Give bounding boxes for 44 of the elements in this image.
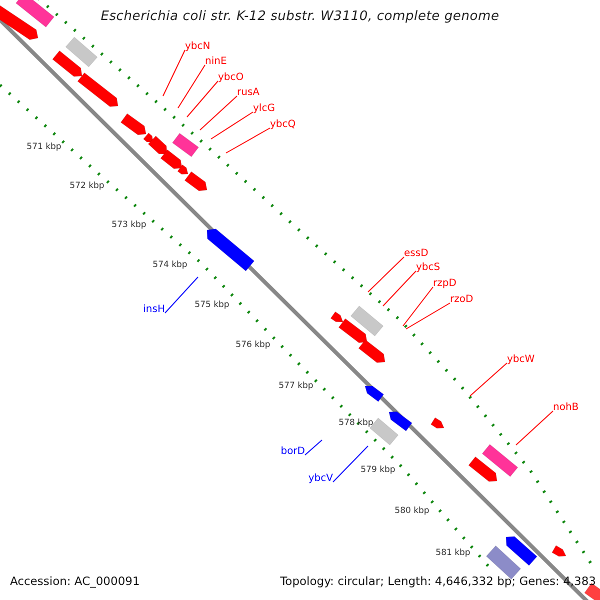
leader-line (210, 112, 254, 140)
title: Escherichia coli str. K-12 substr. W3110, complete genome (100, 9, 500, 24)
gene-label: rzoD (450, 294, 474, 306)
gene-label: ninE (205, 56, 227, 68)
leader-line (304, 440, 322, 456)
gene-label: nohB (553, 402, 579, 414)
leader-line (186, 80, 218, 118)
position-tick-label: 574 kbp (152, 260, 188, 270)
leader-line (402, 286, 434, 326)
position-tick-label: 580 kbp (394, 506, 430, 516)
position-tick-label: 577 kbp (278, 381, 314, 391)
gene-label: ybcV (308, 473, 333, 485)
leader-line (382, 270, 416, 306)
position-tick-label: 572 kbp (70, 181, 104, 191)
gene-label: borD (280, 446, 305, 458)
genome-info-text: Accession: AC_000091 (10, 574, 140, 588)
gene-label: ylcG (253, 103, 275, 115)
gene-label: insH (143, 304, 165, 316)
leader-line (164, 276, 198, 314)
gene-label: ybcQ (270, 119, 296, 131)
position-tick-label: 579 kbp (360, 465, 396, 475)
leader-line (162, 50, 186, 96)
position-tick-label: 575 kbp (194, 300, 230, 310)
gene-label: ybcO (218, 72, 244, 84)
leader-line (200, 96, 238, 130)
position-tick-label: 573 kbp (112, 220, 146, 230)
position-tick-label: 576 kbp (236, 340, 270, 350)
gene-label: essD (404, 248, 428, 260)
position-tick-label: 581 kbp (436, 548, 470, 558)
position-tick-label: 578 kbp (338, 418, 374, 428)
leader-line (226, 128, 270, 154)
position-tick-label: 571 kbp (26, 142, 62, 152)
gene-label: ybcS (416, 262, 440, 274)
gene-label: ybcN (185, 41, 210, 53)
leader-line (332, 446, 368, 482)
gene-label: rzpD (433, 278, 456, 290)
leader-line (470, 362, 508, 396)
gene-label: rusA (237, 87, 260, 99)
leader-line (178, 64, 206, 108)
leader-line (368, 256, 404, 292)
genome-info-text: Topology: circular; Length: 4,646,332 bp; Genes: 4,383 (280, 574, 596, 588)
gene-label: ybcW (507, 354, 535, 366)
leader-line (516, 410, 554, 446)
leader-line (406, 302, 450, 330)
